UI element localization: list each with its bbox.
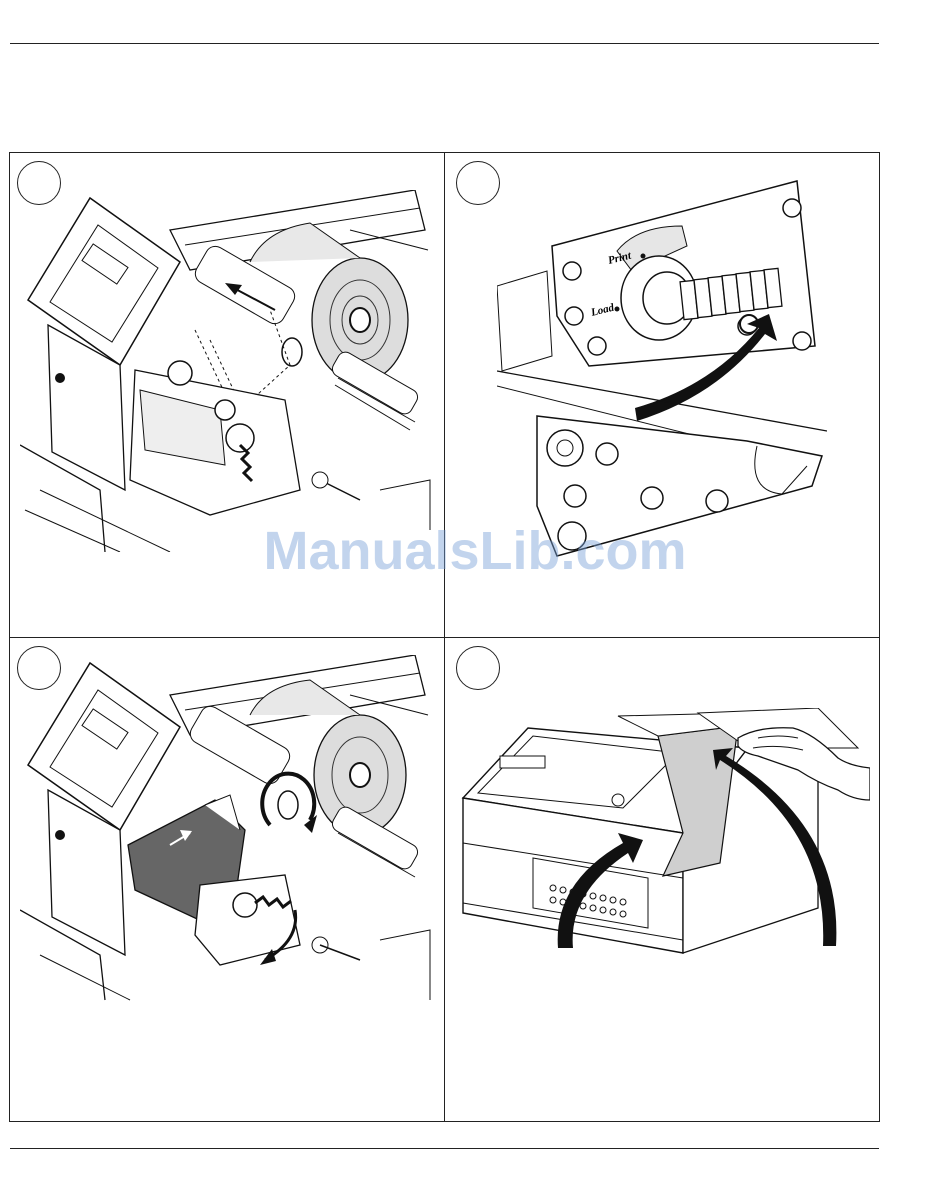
- illustration-ribbon-loading: [20, 190, 432, 552]
- illustration-ribbon-rewind: [20, 655, 432, 1005]
- step-number-circle-2: [456, 161, 500, 205]
- footer-rule: [10, 1148, 879, 1149]
- illustration-printhead-lever: Print Load: [497, 176, 827, 561]
- grid-horizontal-divider: [9, 637, 880, 638]
- header-rule: [10, 43, 879, 44]
- step-number-circle-4: [456, 646, 500, 690]
- illustration-close-cover: [458, 708, 870, 958]
